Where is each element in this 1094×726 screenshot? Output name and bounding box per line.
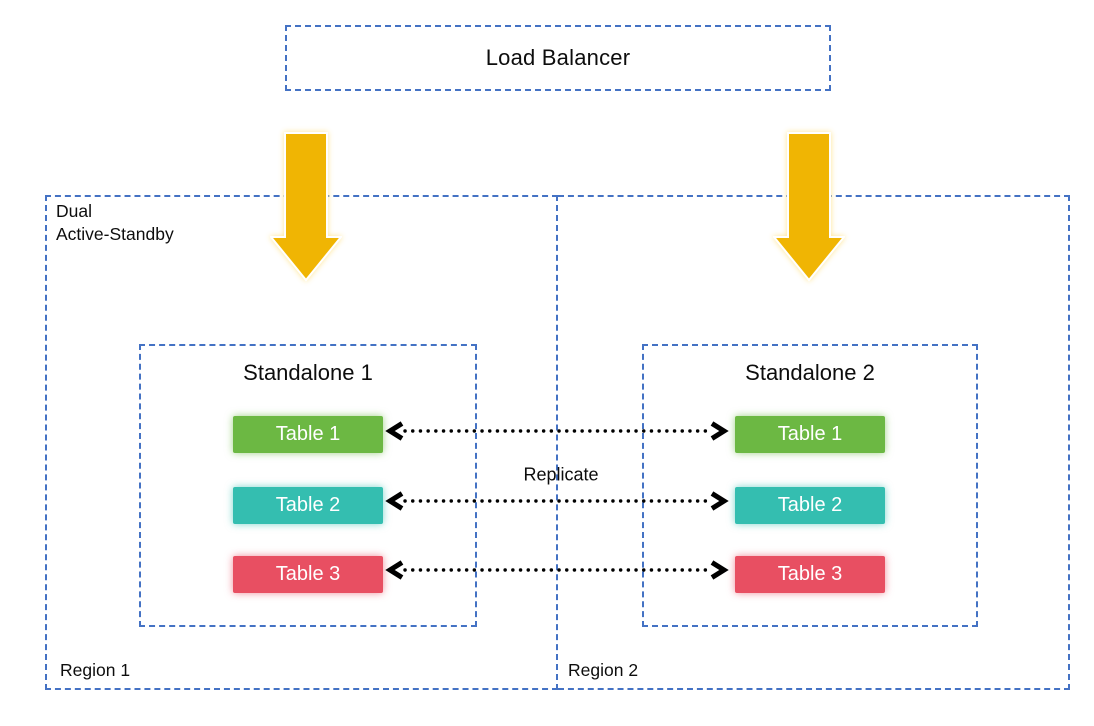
standalone-2-table-3: Table 3 xyxy=(735,556,885,593)
region-1-box: Dual Active-Standby Standalone 1 Table 1… xyxy=(45,195,558,690)
standalone-1-table-1: Table 1 xyxy=(233,416,383,453)
load-balancer-box: Load Balancer xyxy=(285,25,831,91)
dotted-double-headed-arrow-icon xyxy=(385,560,729,580)
down-arrow-icon xyxy=(270,132,342,282)
standalone-2-box: Standalone 2 Table 1 Table 2 Table 3 xyxy=(642,344,978,627)
standalone-1-table-2: Table 2 xyxy=(233,487,383,524)
standalone-2-table-2: Table 2 xyxy=(735,487,885,524)
dual-label-line-2: Active-Standby xyxy=(56,224,174,245)
dotted-double-headed-arrow-icon xyxy=(385,421,729,441)
dual-active-standby-label: Dual Active-Standby xyxy=(56,200,174,246)
dual-label-line-1: Dual xyxy=(56,201,92,221)
down-arrow-icon xyxy=(773,132,845,282)
standalone-2-table-1: Table 1 xyxy=(735,416,885,453)
load-balancer-label: Load Balancer xyxy=(485,45,631,70)
region-2-label: Region 2 xyxy=(568,660,639,680)
standalone-1-title: Standalone 1 xyxy=(243,360,373,385)
replicate-label: Replicate xyxy=(523,464,599,485)
standalone-2-title: Standalone 2 xyxy=(745,360,875,385)
standalone-1-box: Standalone 1 Table 1 Table 2 Table 3 xyxy=(139,344,477,627)
standalone-1-table-3: Table 3 xyxy=(233,556,383,593)
dotted-double-headed-arrow-icon xyxy=(385,491,729,511)
region-1-label: Region 1 xyxy=(60,660,131,680)
